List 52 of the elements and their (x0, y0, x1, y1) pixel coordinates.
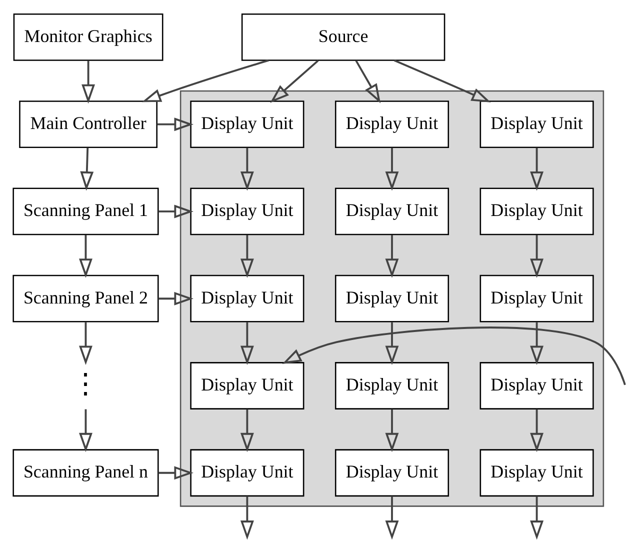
node-box: Display Unit (334, 188, 450, 236)
node-text: ⋮ (72, 368, 100, 400)
arrow (530, 409, 544, 452)
node-box: Display Unit (190, 188, 304, 236)
arrow (530, 496, 544, 540)
node-box: Scanning Panel 1 (12, 188, 159, 236)
arrow (385, 148, 399, 191)
node-box: Display Unit (480, 449, 594, 497)
arrow (385, 322, 399, 365)
arrow (80, 148, 94, 191)
arrow (142, 59, 269, 102)
cluster (180, 90, 604, 507)
arrow (530, 322, 544, 365)
node-box: Display Unit (334, 362, 450, 410)
node-box: Display Unit (334, 449, 450, 497)
node-box: Main Controller (19, 100, 158, 148)
arrow (530, 234, 544, 278)
arrow (240, 409, 254, 452)
arrow (158, 466, 194, 480)
node-box: Monitor Graphics (13, 13, 164, 61)
arrow (385, 496, 399, 540)
arrow (385, 409, 399, 452)
arrow (240, 234, 254, 278)
node-box: Display Unit (334, 274, 450, 322)
node-box: Display Unit (480, 100, 594, 148)
node-box: Source (241, 13, 446, 61)
arrow (394, 59, 491, 102)
node-box: Display Unit (190, 362, 304, 410)
node-box: Display Unit (334, 100, 450, 148)
arrow (240, 148, 254, 191)
arrow (158, 292, 194, 306)
arrow (530, 148, 544, 191)
node-box: Scanning Panel n (12, 449, 159, 497)
arrow (355, 60, 381, 104)
arrow (79, 322, 92, 365)
arrow (385, 234, 399, 278)
arrow (240, 322, 254, 365)
arrow (157, 118, 194, 132)
node-box: Display Unit (190, 100, 304, 148)
node-box: Display Unit (480, 274, 594, 322)
arrow (240, 496, 254, 540)
node-box: Display Unit (190, 449, 304, 497)
arrow (82, 60, 96, 104)
node-box: Display Unit (190, 274, 304, 322)
arrow (282, 326, 626, 386)
node-box: Display Unit (480, 188, 594, 236)
arrow (270, 60, 319, 103)
arrow (79, 234, 92, 278)
arrow (158, 204, 194, 218)
node-box: Display Unit (480, 362, 594, 410)
arrow (79, 409, 92, 452)
node-box: Scanning Panel 2 (12, 274, 159, 322)
